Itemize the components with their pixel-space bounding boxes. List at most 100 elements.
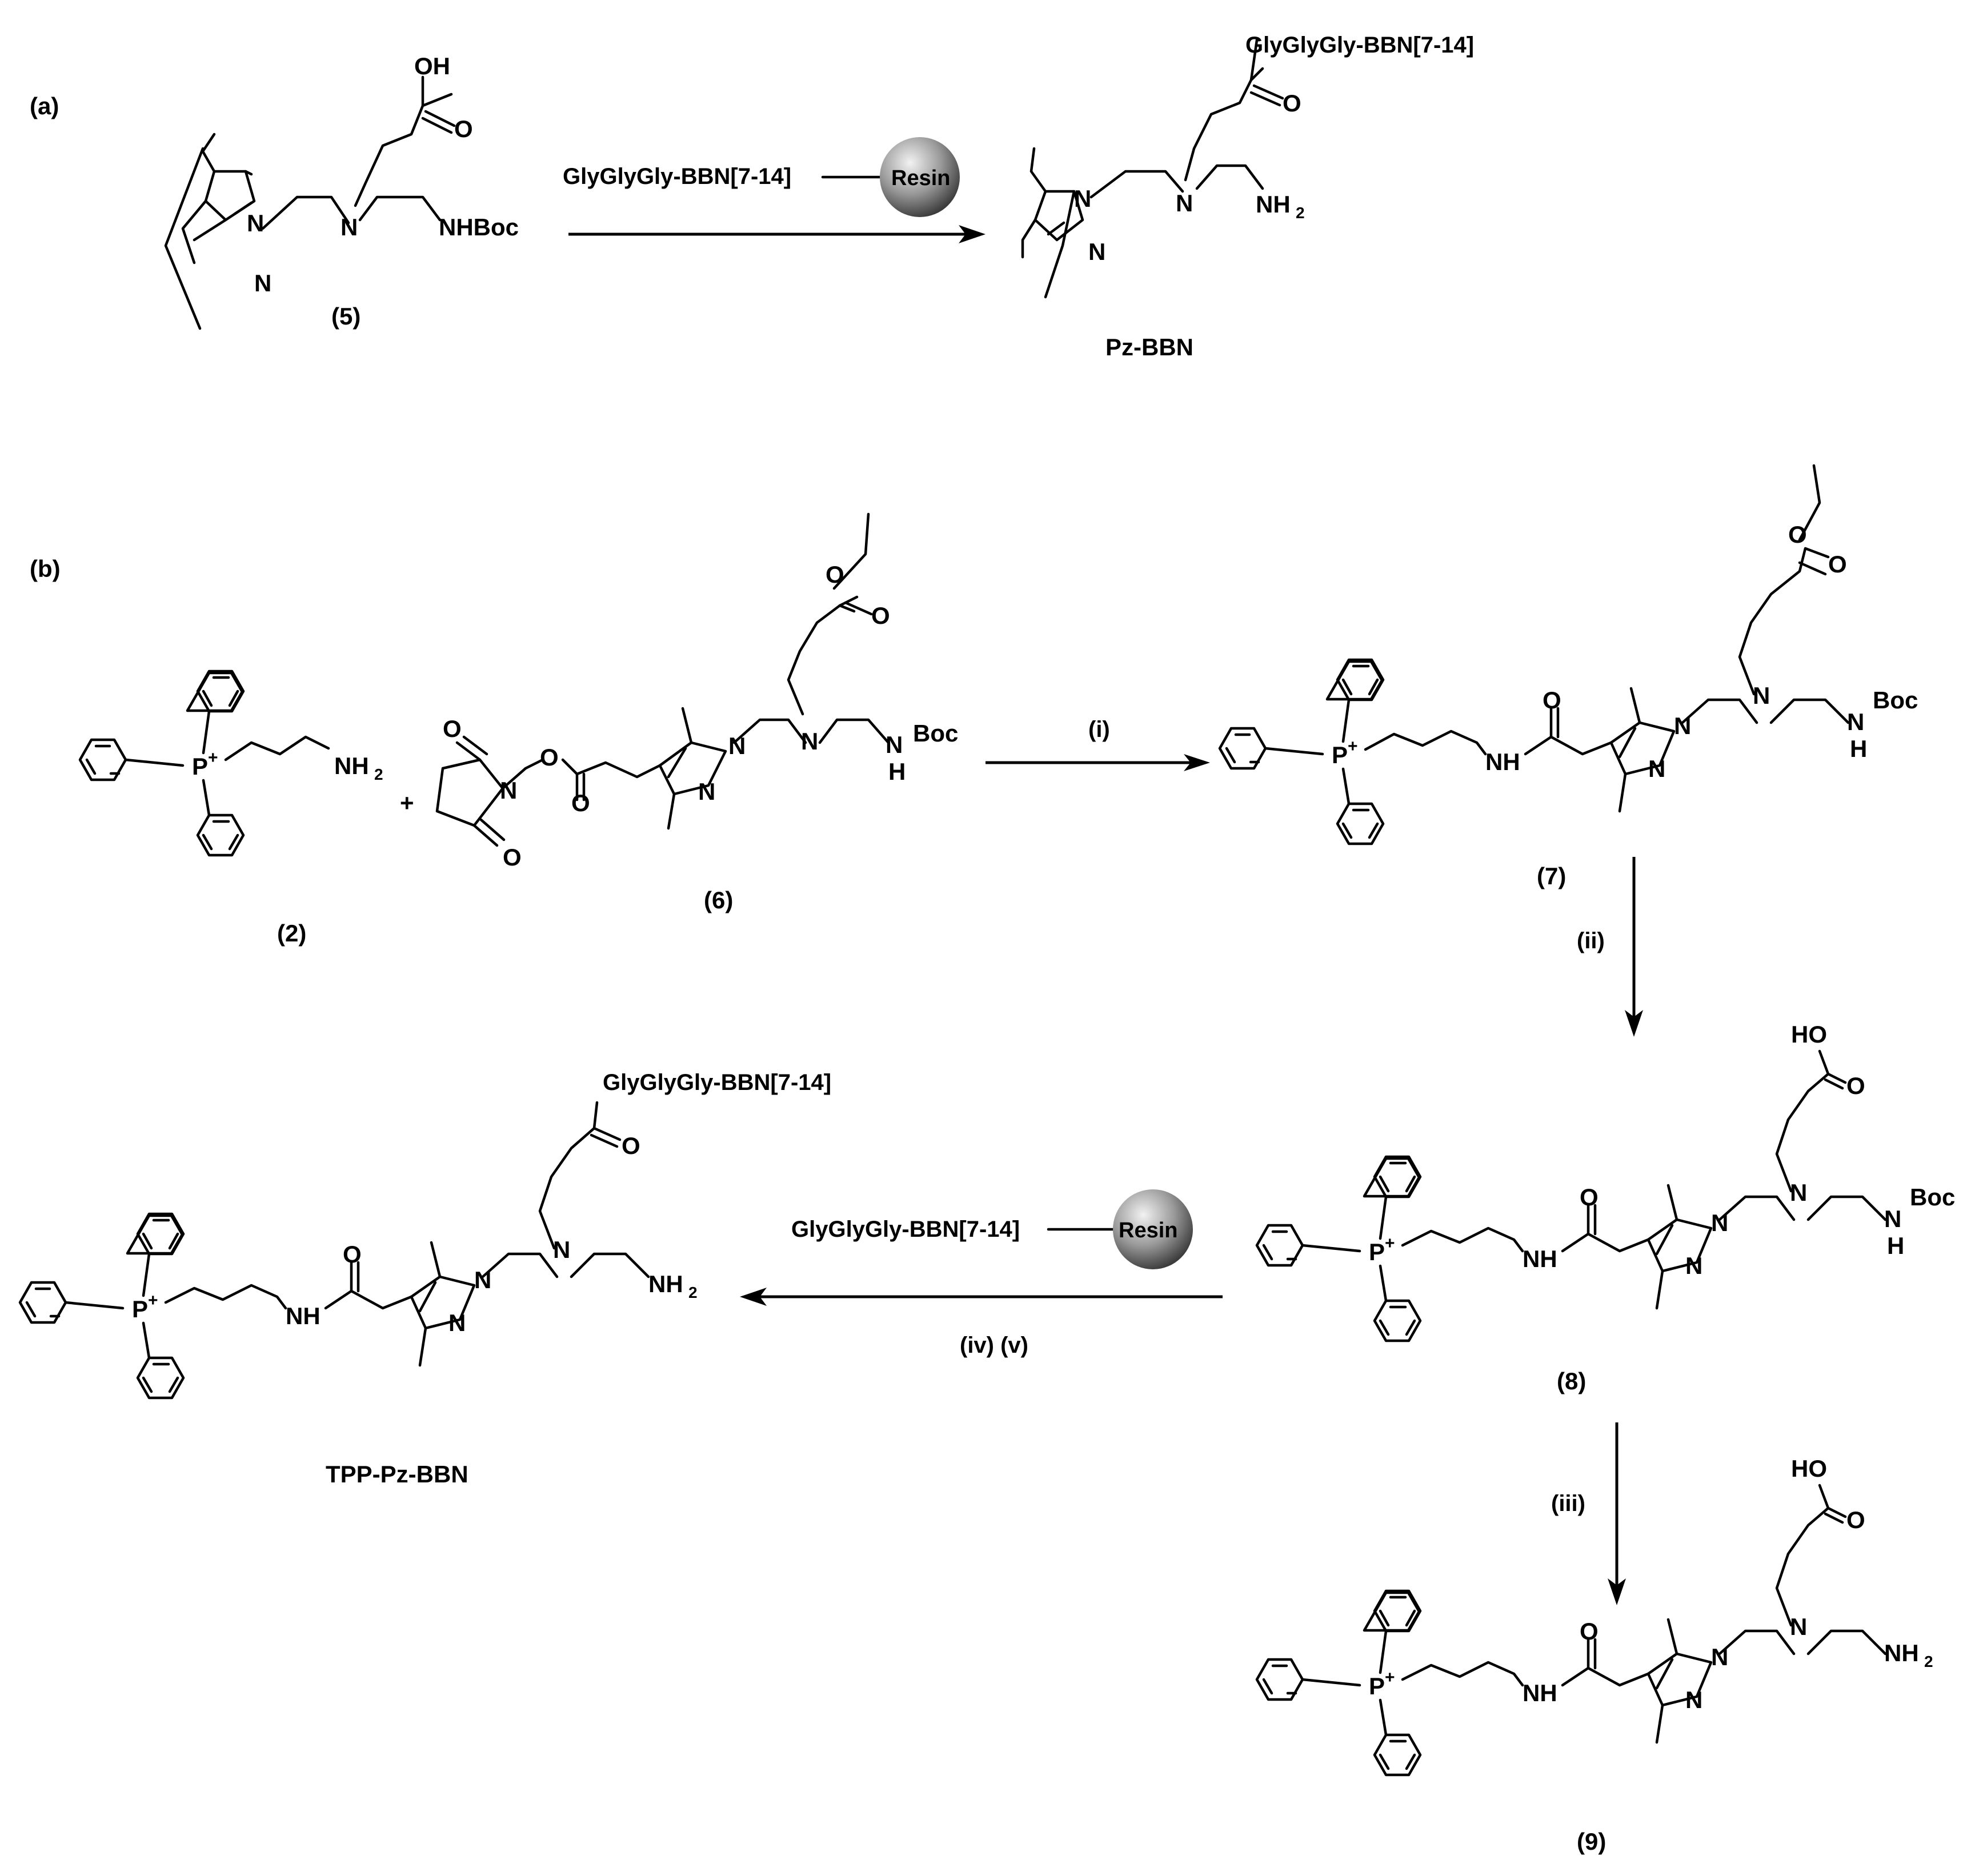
svg-text:Boc: Boc — [913, 720, 958, 747]
svg-text:NH: NH — [286, 1302, 321, 1329]
svg-text:NH: NH — [1884, 1640, 1919, 1666]
resin-bead-a — [880, 137, 960, 217]
compound-7-structure — [1220, 464, 1850, 844]
peptide-reagent-a: GlyGlyGly-BBN[7-14] — [563, 164, 791, 189]
svg-text:N: N — [340, 214, 358, 240]
svg-text:NH: NH — [1485, 748, 1520, 775]
pz-bbn-label: Pz-BBN — [1105, 334, 1193, 360]
arrow-ii — [1625, 1010, 1643, 1037]
svg-text:N: N — [698, 778, 715, 805]
compound-2-structure — [80, 671, 330, 855]
compound-6-label: (6) — [704, 887, 733, 913]
compound-7-label: (7) — [1537, 863, 1566, 889]
svg-text:2: 2 — [688, 1284, 698, 1301]
arrow-iv-v — [740, 1288, 767, 1306]
resin-bead-b — [1113, 1189, 1193, 1269]
compound-8-atoms: HO O NH O N N N N H Boc — [1523, 1021, 1955, 1279]
compound-9-atoms: HO O NH O N N N NH 2 — [1523, 1455, 1933, 1713]
compound-9-label: (9) — [1577, 1828, 1606, 1855]
svg-text:2: 2 — [1296, 204, 1305, 222]
svg-text:N: N — [247, 210, 264, 236]
compound-6-structure — [435, 512, 890, 847]
svg-text:NH: NH — [648, 1270, 683, 1297]
arrow-iii — [1608, 1578, 1626, 1605]
compound-8-structure — [1257, 1049, 1887, 1341]
compound-2-amine: NH — [334, 752, 369, 779]
condition-ii: (ii) — [1577, 928, 1605, 953]
svg-text:N: N — [728, 732, 746, 759]
condition-iii: (iii) — [1551, 1491, 1585, 1516]
compound-6-atoms: N O O O O N N N N H Boc O O — [443, 561, 958, 871]
svg-text:H: H — [1887, 1232, 1904, 1259]
svg-text:O: O — [1788, 521, 1807, 548]
arrow-a — [959, 225, 986, 243]
tpp-pz-bbn-structure — [20, 1101, 650, 1398]
svg-text:Boc: Boc — [1910, 1184, 1955, 1210]
svg-text:2: 2 — [1924, 1653, 1933, 1670]
svg-text:N: N — [1753, 682, 1770, 709]
svg-text:N: N — [886, 731, 903, 758]
svg-text:Boc: Boc — [1873, 687, 1918, 713]
resin-label-a: Resin — [891, 166, 950, 190]
svg-text:HO: HO — [1791, 1455, 1827, 1482]
condition-iv-v: (iv) (v) — [960, 1333, 1028, 1358]
svg-text:O: O — [454, 115, 473, 142]
svg-text:N: N — [1074, 185, 1091, 212]
arrow-i — [1184, 754, 1210, 771]
svg-text:O: O — [571, 789, 590, 816]
plus-sign: + — [400, 789, 414, 816]
condition-i: (i) — [1088, 717, 1110, 742]
svg-text:N: N — [500, 777, 517, 804]
compound-9-structure — [1257, 1484, 1887, 1775]
svg-text:H: H — [888, 758, 906, 785]
svg-text:GlyGlyGly-BBN[7-14]: GlyGlyGly-BBN[7-14] — [1245, 33, 1474, 58]
svg-text:O: O — [1283, 90, 1301, 117]
compound-5-atoms: OH O N N N NHBoc — [247, 53, 519, 296]
svg-text:O: O — [622, 1132, 640, 1159]
svg-text:GlyGlyGly-BBN[7-14]: GlyGlyGly-BBN[7-14] — [603, 1070, 831, 1095]
svg-text:N: N — [1711, 1209, 1728, 1236]
svg-text:O: O — [871, 602, 890, 629]
svg-text:NH: NH — [1256, 191, 1291, 218]
svg-text:N: N — [1790, 1179, 1807, 1206]
svg-text:H: H — [1850, 735, 1867, 762]
tpp-pz-bbn-label: TPP-Pz-BBN — [326, 1461, 468, 1488]
svg-text:N: N — [1711, 1643, 1728, 1670]
svg-text:NHBoc: NHBoc — [439, 214, 519, 240]
svg-text:OH: OH — [414, 53, 450, 79]
svg-text:N: N — [1884, 1205, 1901, 1232]
pz-bbn-atoms: GlyGlyGly-BBN[7-14] O N N N NH 2 — [1074, 33, 1474, 265]
svg-text:NH: NH — [1523, 1245, 1557, 1272]
compound-5-label: (5) — [331, 303, 360, 330]
svg-text:O: O — [503, 844, 522, 871]
svg-text:N: N — [474, 1266, 491, 1293]
svg-text:O: O — [1846, 1072, 1865, 1099]
svg-text:N: N — [801, 728, 818, 755]
panel-a-label: (a) — [30, 93, 59, 119]
svg-text:2: 2 — [374, 765, 383, 783]
panel-b-label: (b) — [30, 555, 61, 582]
svg-text:N: N — [448, 1309, 466, 1336]
compound-8-label: (8) — [1557, 1368, 1586, 1394]
svg-text:N: N — [1088, 238, 1105, 265]
compound-7-atoms: NH O N N N N H Boc O O — [1485, 521, 1918, 782]
svg-text:N: N — [553, 1236, 570, 1263]
compound-2-label: (2) — [277, 920, 306, 947]
svg-text:N: N — [1674, 712, 1691, 739]
svg-text:NH: NH — [1523, 1679, 1557, 1706]
pz-bbn-structure — [1021, 38, 1284, 299]
svg-text:N: N — [1847, 708, 1864, 735]
tpp-pz-bbn-atoms: GlyGlyGly-BBN[7-14] O NH O N N N NH 2 — [286, 1070, 831, 1336]
svg-text:O: O — [540, 744, 559, 771]
svg-text:O: O — [443, 715, 462, 742]
compound-5-structure — [164, 75, 456, 330]
svg-text:O: O — [1580, 1618, 1599, 1645]
resin-label-b: Resin — [1119, 1218, 1177, 1242]
svg-text:N: N — [1176, 190, 1193, 217]
svg-text:N: N — [1685, 1252, 1702, 1279]
svg-text:O: O — [1828, 551, 1847, 578]
svg-text:O: O — [1580, 1184, 1599, 1210]
svg-text:N: N — [254, 270, 271, 296]
peptide-reagent-b: GlyGlyGly-BBN[7-14] — [791, 1217, 1020, 1242]
